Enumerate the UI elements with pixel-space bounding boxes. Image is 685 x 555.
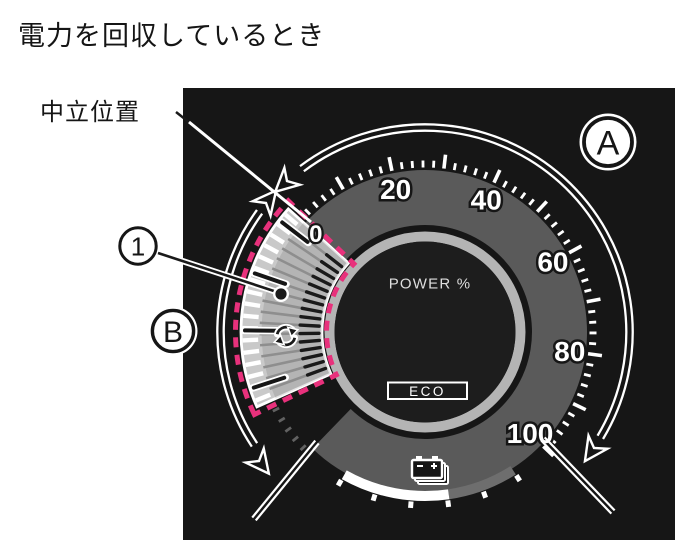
arrow-a-badge-label: A bbox=[597, 124, 620, 162]
power-scale-end-line bbox=[543, 436, 616, 512]
leader-lines bbox=[157, 111, 312, 303]
arrow-a-head-bottom bbox=[583, 431, 612, 464]
charge-recycle-icon bbox=[272, 323, 300, 349]
center-disc bbox=[334, 241, 516, 423]
power-scale-ticks bbox=[304, 154, 603, 458]
battery-gauge-empty bbox=[448, 466, 516, 500]
power-band bbox=[304, 170, 587, 494]
arrow-b-arc bbox=[216, 209, 258, 448]
arrow-b-head-bottom bbox=[241, 444, 271, 476]
neutral-leader-line bbox=[188, 120, 312, 224]
charge-zone-wedge bbox=[233, 197, 358, 418]
neutral-position-label: 中立位置 bbox=[40, 99, 140, 126]
charge-zone-dashed-outline bbox=[233, 197, 358, 418]
arrow-a-arc bbox=[303, 129, 628, 437]
arrow-a-badge: A bbox=[579, 113, 637, 171]
callout-1-dot bbox=[273, 286, 290, 303]
power-scale-end-line bbox=[540, 439, 613, 515]
page-title: 電力を回収しているとき bbox=[18, 21, 326, 51]
arrow-a-arc bbox=[299, 123, 634, 440]
scale-number-40: 40 bbox=[471, 184, 502, 215]
scale-number-0: 0 bbox=[309, 221, 322, 248]
arrow-b-badge: B bbox=[148, 306, 198, 356]
arrow-a-head-top bbox=[273, 163, 305, 194]
battery-icon bbox=[410, 456, 449, 485]
arrow-b-badge-label: B bbox=[163, 316, 183, 349]
callout-1-badge: 1 bbox=[118, 226, 158, 266]
scale-number-60: 60 bbox=[537, 246, 568, 277]
arrow-b-arc bbox=[222, 213, 264, 444]
callout-1-badge-label: 1 bbox=[131, 232, 145, 262]
arrow-b-head-top bbox=[248, 188, 278, 221]
eco-badge: ECO bbox=[387, 381, 468, 400]
power-percent-label: POWER % bbox=[389, 275, 472, 292]
eco-label: ECO bbox=[409, 384, 446, 399]
scale-number-20: 20 bbox=[380, 174, 411, 205]
callout-1-leader-line bbox=[157, 251, 281, 295]
neutral-leader-outside bbox=[175, 111, 191, 124]
charge-scale-end-line bbox=[254, 442, 320, 522]
battery-gauge bbox=[335, 466, 522, 509]
charge-scale-end-line bbox=[251, 439, 317, 519]
inner-ring bbox=[324, 231, 526, 433]
battery-gauge-fill bbox=[341, 470, 450, 502]
faded-charge-ticks bbox=[272, 406, 307, 452]
scale-number-80: 80 bbox=[554, 336, 585, 367]
range-arrows bbox=[216, 123, 634, 522]
